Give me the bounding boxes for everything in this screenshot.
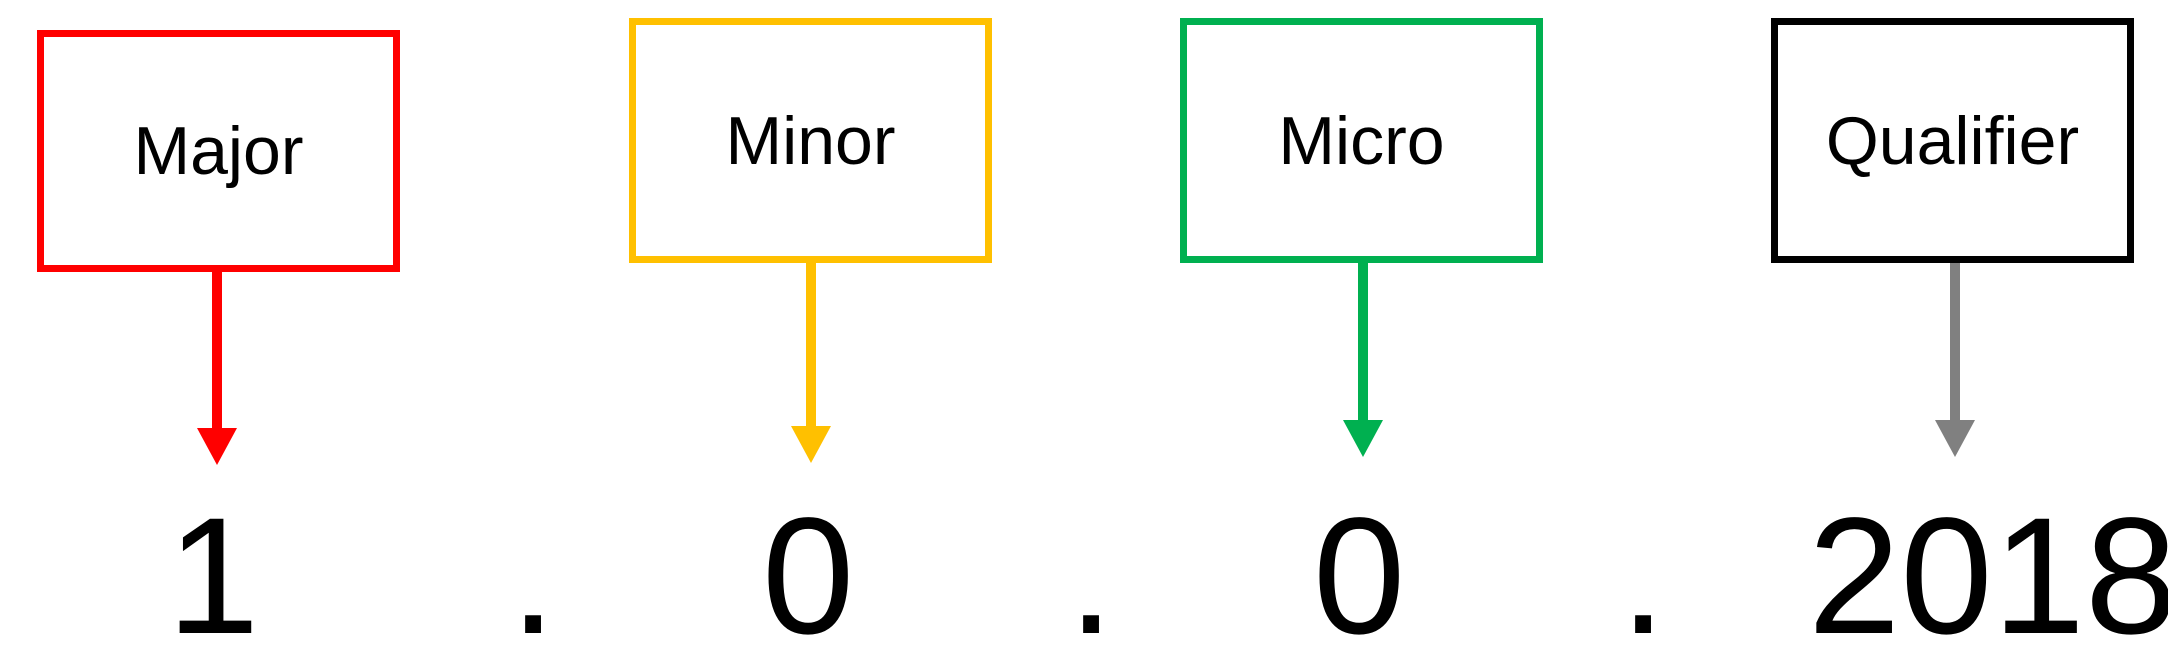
- qualifier-box: Qualifier: [1771, 18, 2134, 263]
- separator-dot-2: .: [1068, 484, 1115, 669]
- separator-dot-3: .: [1620, 484, 1667, 669]
- major-box: Major: [37, 30, 400, 272]
- minor-box: Minor: [629, 18, 992, 263]
- micro-label: Micro: [1278, 102, 1445, 179]
- separator-dot-1: .: [510, 484, 557, 669]
- micro-box: Micro: [1180, 18, 1543, 263]
- micro-value: 0: [1313, 484, 1406, 669]
- major-label: Major: [133, 113, 304, 189]
- qualifier-value: 2018: [1808, 484, 2168, 669]
- major-value: 1: [167, 484, 260, 669]
- minor-label: Minor: [725, 102, 896, 179]
- minor-value: 0: [762, 484, 855, 669]
- qualifier-label: Qualifier: [1825, 102, 2080, 179]
